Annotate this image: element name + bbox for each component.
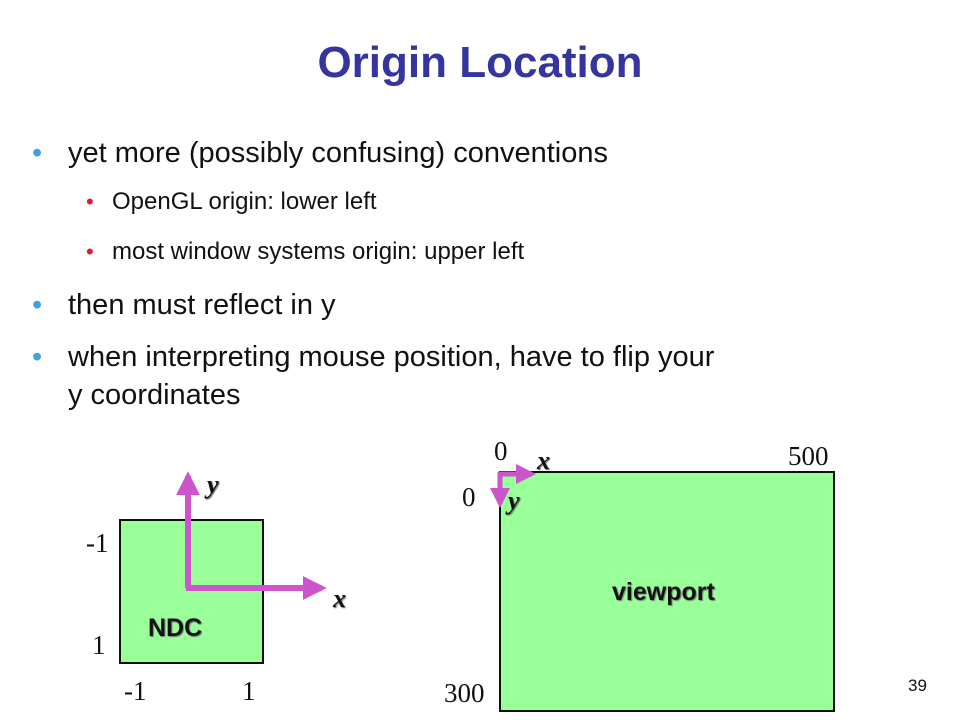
ndc-x-axis-label: x	[333, 584, 346, 613]
viewport-left-top-label: 0	[462, 482, 476, 512]
ndc-left-tick-top: -1	[86, 528, 109, 558]
viewport-top-right-label: 500	[788, 441, 829, 471]
sub-bullet-dot: •	[86, 189, 94, 214]
viewport-box-label: viewport	[612, 578, 715, 606]
bullet-3: • when interpreting mouse position, have…	[32, 338, 715, 414]
sub-bullet-1-text: OpenGL origin: lower left	[112, 188, 377, 215]
viewport-bottom-left-label: 300	[444, 678, 485, 708]
viewport-box	[499, 471, 835, 712]
bullet-1: • yet more (possibly confusing) conventi…	[32, 134, 608, 172]
viewport-y-axis-label: y	[508, 486, 520, 515]
ndc-bottom-tick-right: 1	[242, 676, 256, 706]
bullet-dot: •	[32, 341, 43, 373]
bullet-1-text: yet more (possibly confusing) convention…	[68, 137, 608, 169]
bullet-2: • then must reflect in y	[32, 286, 336, 324]
bullet-2-text: then must reflect in y	[68, 289, 336, 321]
bullet-dot: •	[32, 137, 43, 169]
sub-bullet-2: • most window systems origin: upper left	[86, 236, 525, 268]
bullet-dot: •	[32, 289, 43, 321]
ndc-left-tick-bottom: 1	[92, 630, 106, 660]
sub-bullet-1: • OpenGL origin: lower left	[86, 186, 377, 218]
ndc-box	[119, 519, 264, 664]
sub-bullet-2-text: most window systems origin: upper left	[112, 238, 525, 265]
bullet-3-text-line2: y coordinates	[68, 379, 241, 411]
slide-title: Origin Location	[317, 38, 643, 87]
viewport-top-left-label: 0	[494, 436, 508, 466]
bullet-3-text-line1: when interpreting mouse position, have t…	[68, 341, 715, 373]
viewport-x-axis-label: x	[537, 446, 550, 475]
sub-bullet-dot: •	[86, 239, 94, 264]
ndc-box-label: NDC	[148, 614, 203, 642]
slide-number: 39	[908, 676, 927, 695]
ndc-y-axis-label: y	[207, 470, 219, 499]
ndc-bottom-tick-left: -1	[124, 676, 147, 706]
